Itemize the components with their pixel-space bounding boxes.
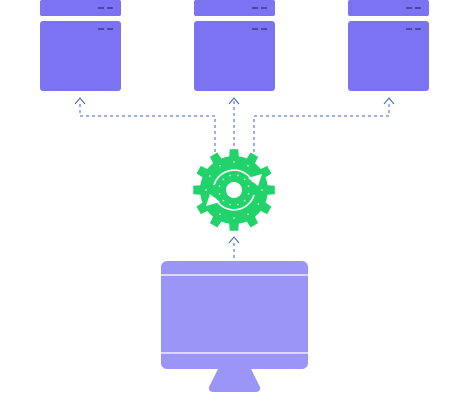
gear-dot: [233, 161, 235, 163]
server-middle: [194, 0, 275, 91]
gear-dot: [219, 213, 221, 216]
server-middle-top-unit: [194, 0, 275, 16]
server-right-top-unit: [348, 0, 429, 16]
gear-dot: [229, 203, 232, 206]
gear-dot: [218, 185, 221, 188]
gear-dot: [205, 189, 207, 191]
gear-dot: [208, 175, 211, 177]
gear-hub: [226, 182, 242, 198]
gear-dots: [205, 161, 263, 219]
gear-dot: [257, 203, 260, 205]
sync-arrow-top-icon: [213, 169, 254, 186]
gear-dot: [236, 174, 239, 177]
gear-dot: [218, 192, 221, 195]
gear-dot: [247, 164, 249, 167]
gear-dot: [243, 178, 246, 181]
gear-dot: [222, 178, 225, 181]
monitor-stand: [208, 369, 261, 392]
server-right-body: [348, 21, 429, 91]
gear-dot: [233, 217, 235, 219]
server-left: [40, 0, 121, 91]
connector-gear-to-right: [253, 101, 390, 152]
server-middle-body: [194, 21, 275, 91]
gear-dot: [247, 192, 250, 195]
sync-arrow-bottom-icon: [214, 194, 255, 211]
gear-dot: [243, 199, 246, 202]
arrow-head-middle-icon: [228, 97, 240, 105]
gear-dot: [229, 174, 232, 177]
arrow-head-left-icon: [74, 97, 86, 105]
arrow-head-right-icon: [383, 97, 395, 105]
connectors: [74, 97, 395, 258]
connector-gear-to-left: [79, 101, 216, 152]
monitor-screen: [161, 261, 308, 369]
sync-gear-icon: [193, 149, 275, 231]
arrow-head-gear-icon: [228, 236, 240, 244]
server-right: [348, 0, 429, 91]
gear-dot: [236, 203, 239, 206]
gear-dot: [247, 213, 249, 216]
sync-arrow-bottom-head-icon: [206, 194, 220, 206]
desktop-monitor-icon: [161, 261, 308, 392]
sync-arrow-top-head-icon: [248, 174, 262, 186]
server-left-top-unit: [40, 0, 121, 16]
gear-dot: [261, 189, 263, 191]
server-left-body: [40, 21, 121, 91]
gear-dot: [247, 185, 250, 188]
gear-dot: [219, 164, 221, 167]
gear-dot: [222, 199, 225, 202]
